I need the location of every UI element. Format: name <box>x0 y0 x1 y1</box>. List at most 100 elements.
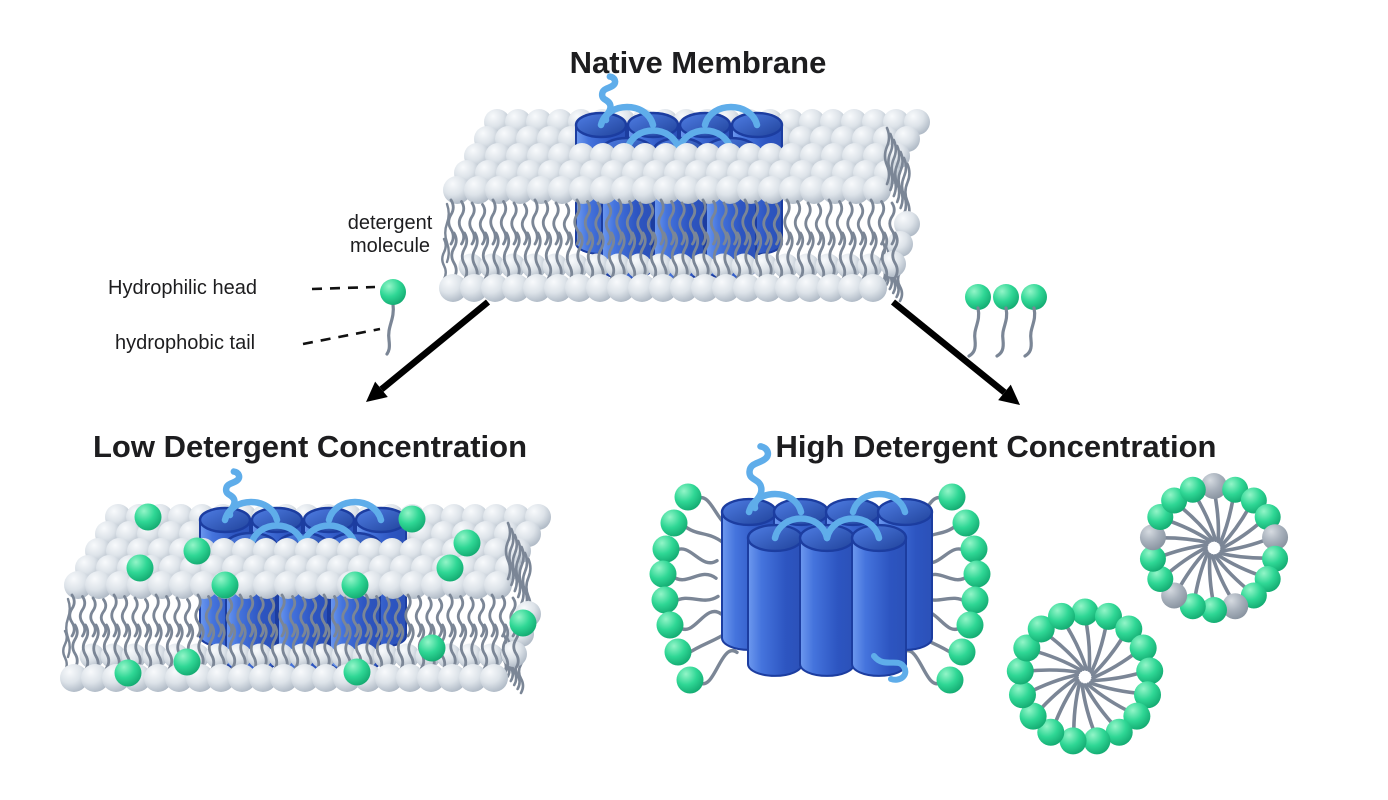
lipid-head <box>796 274 824 302</box>
detergent-head <box>211 571 239 599</box>
lipid-head <box>438 664 466 692</box>
lipid-head <box>859 274 887 302</box>
lipid-head <box>590 176 618 204</box>
lipid-head <box>737 176 765 204</box>
label-hydrophilic-head: Hydrophilic head <box>108 277 257 299</box>
lipid-head <box>695 176 723 204</box>
lipid-head <box>443 176 471 204</box>
detergent-head <box>453 529 481 557</box>
lipid-head <box>375 664 403 692</box>
lipid-head <box>716 176 744 204</box>
top-face-front-rows <box>443 143 910 204</box>
lipid-head <box>485 176 513 204</box>
lipid-head <box>312 664 340 692</box>
lipid-head <box>274 571 302 599</box>
detergent-head <box>1254 504 1281 530</box>
callout-dashes <box>302 285 381 346</box>
detergent-head <box>656 611 684 639</box>
detergent-head <box>183 537 211 565</box>
lipid-head <box>1222 593 1249 620</box>
detergent-head <box>436 554 464 582</box>
lipid-head <box>628 274 656 302</box>
lipid-head <box>144 664 172 692</box>
label-detergent-molecule-line2: molecule <box>349 235 431 257</box>
lipid-head <box>569 176 597 204</box>
protein-bundle <box>720 443 934 677</box>
detergent-head <box>936 666 964 694</box>
lipid-head <box>544 274 572 302</box>
lipid-head <box>894 211 920 237</box>
detergent-head <box>343 658 371 686</box>
low-detergent-illustration <box>60 468 551 695</box>
bottom-front-row <box>60 664 508 692</box>
protein-loop-squiggle <box>222 468 243 519</box>
lipid-tails <box>68 593 520 674</box>
detergent-head <box>1048 602 1076 630</box>
left-edge-tails <box>441 202 450 281</box>
lipid-head <box>586 274 614 302</box>
title-native-membrane: Native Membrane <box>569 45 827 80</box>
lipid-head <box>400 571 428 599</box>
detergent-head <box>1115 615 1143 643</box>
label-detergent-molecule: detergent molecule <box>348 212 433 258</box>
detergent-head <box>1083 727 1111 755</box>
lipid-head <box>674 176 702 204</box>
lipid-head <box>207 664 235 692</box>
lipid-tails <box>447 198 899 284</box>
callout-dash-hydrophobic <box>302 327 381 346</box>
heading-high-detergent: High Detergent Concentration <box>775 429 1217 464</box>
detergent-head <box>1019 702 1047 730</box>
lipid-head <box>85 571 113 599</box>
label-detergent-molecule-line1: detergent <box>347 212 433 234</box>
detergent-head <box>1179 476 1206 503</box>
lipid-head <box>611 176 639 204</box>
lipid-head <box>523 274 551 302</box>
lipid-head <box>653 176 681 204</box>
lipid-head <box>484 571 512 599</box>
detergent-head <box>961 586 989 614</box>
lipid-head <box>712 274 740 302</box>
detergent-head <box>1027 615 1055 643</box>
detergent-head <box>1006 657 1034 685</box>
free-detergent-molecules <box>965 284 1047 358</box>
detergent-head <box>1008 681 1036 709</box>
lipid-head <box>396 664 424 692</box>
lipid-head <box>459 664 487 692</box>
lipid-head <box>733 274 761 302</box>
protein-loop-squiggle-bottom <box>871 653 909 683</box>
lipid-head <box>460 274 488 302</box>
callout-dash-hydrophilic <box>311 285 376 291</box>
detergent-head <box>1071 598 1099 626</box>
native-membrane <box>439 73 930 303</box>
detergent-head <box>660 509 688 537</box>
lipid-head <box>838 274 866 302</box>
lipid-head <box>670 274 698 302</box>
detergent-head <box>1139 545 1166 572</box>
lipid-head <box>691 274 719 302</box>
detergent-head <box>1059 727 1087 755</box>
detergent-head <box>134 503 162 531</box>
detergent-molecule-example <box>380 279 406 356</box>
detergent-head <box>674 483 702 511</box>
lipid-head <box>649 274 677 302</box>
lipid-head <box>439 274 467 302</box>
lipid-head <box>481 274 509 302</box>
lipid-head <box>548 176 576 204</box>
inserted-detergents <box>114 503 537 687</box>
lipid-head <box>232 571 260 599</box>
lipid-head <box>632 176 660 204</box>
detergent-head <box>963 560 991 588</box>
detergent-head <box>649 560 677 588</box>
heading-low-detergent: Low Detergent Concentration <box>92 429 528 464</box>
detergent-head <box>1037 718 1065 746</box>
detergent-head <box>651 586 679 614</box>
detergent-head <box>1129 634 1157 662</box>
detergent-head <box>1134 681 1162 709</box>
lipid-head <box>295 571 323 599</box>
detergent-head <box>418 634 446 662</box>
protein-loop-squiggle <box>598 73 619 124</box>
lipid-head <box>464 176 492 204</box>
lipid-head <box>1262 524 1289 551</box>
detergent-head <box>1094 602 1122 630</box>
